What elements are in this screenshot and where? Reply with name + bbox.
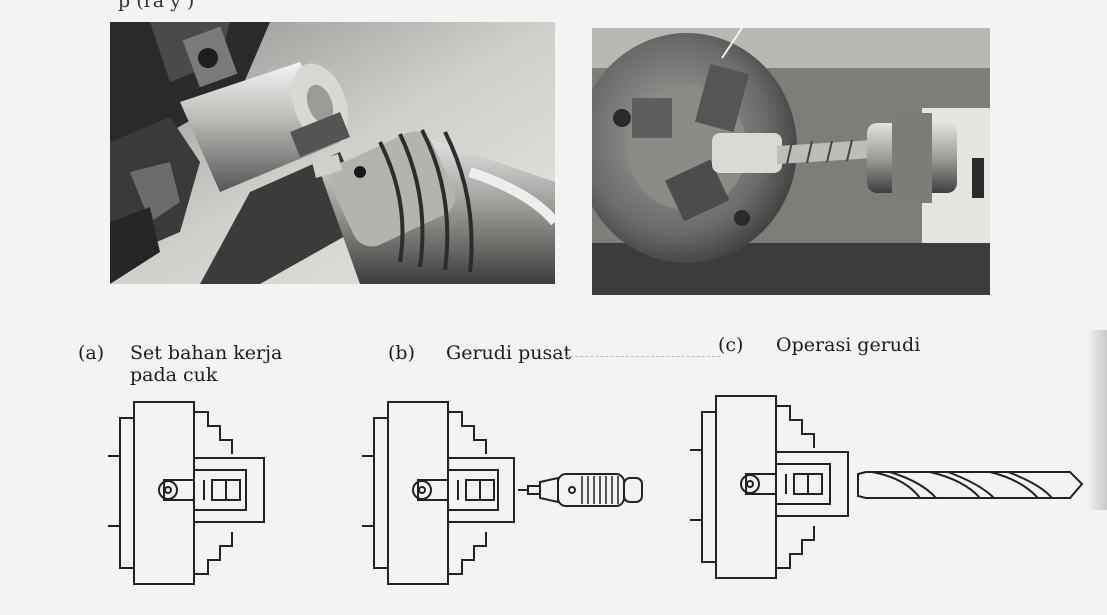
photo-lathe-drilling <box>592 28 990 295</box>
caption-c-text: Operasi gerudi <box>776 334 921 356</box>
caption-a: (a) Set bahan kerja pada cuk <box>78 342 282 386</box>
chuck-with-workpiece-icon <box>108 401 265 585</box>
center-drill-chuck-icon <box>362 401 643 585</box>
caption-a-text: Set bahan kerja pada cuk <box>130 342 283 386</box>
caption-b: (b) Gerudi pusat <box>388 342 571 364</box>
caption-c: (c) Operasi gerudi <box>718 334 920 356</box>
caption-b-letter: (b) <box>388 342 415 364</box>
caption-b-text: Gerudi pusat <box>446 342 572 364</box>
lathe-drilling-photo-icon <box>592 28 990 295</box>
diagram-c <box>690 388 1090 588</box>
twist-drill-icon <box>690 395 1084 579</box>
diagram-a <box>108 398 288 588</box>
caption-a-letter: (a) <box>78 342 105 364</box>
caption-c-letter: (c) <box>718 334 744 356</box>
scan-edge-shadow <box>1087 330 1107 510</box>
page-header-text: p (ra y ) <box>118 0 195 12</box>
lathe-chuck-photo-icon <box>110 22 555 284</box>
diagram-b <box>362 398 652 588</box>
photo-lathe-chuck <box>110 22 555 284</box>
scan-artifact-line <box>560 356 720 357</box>
